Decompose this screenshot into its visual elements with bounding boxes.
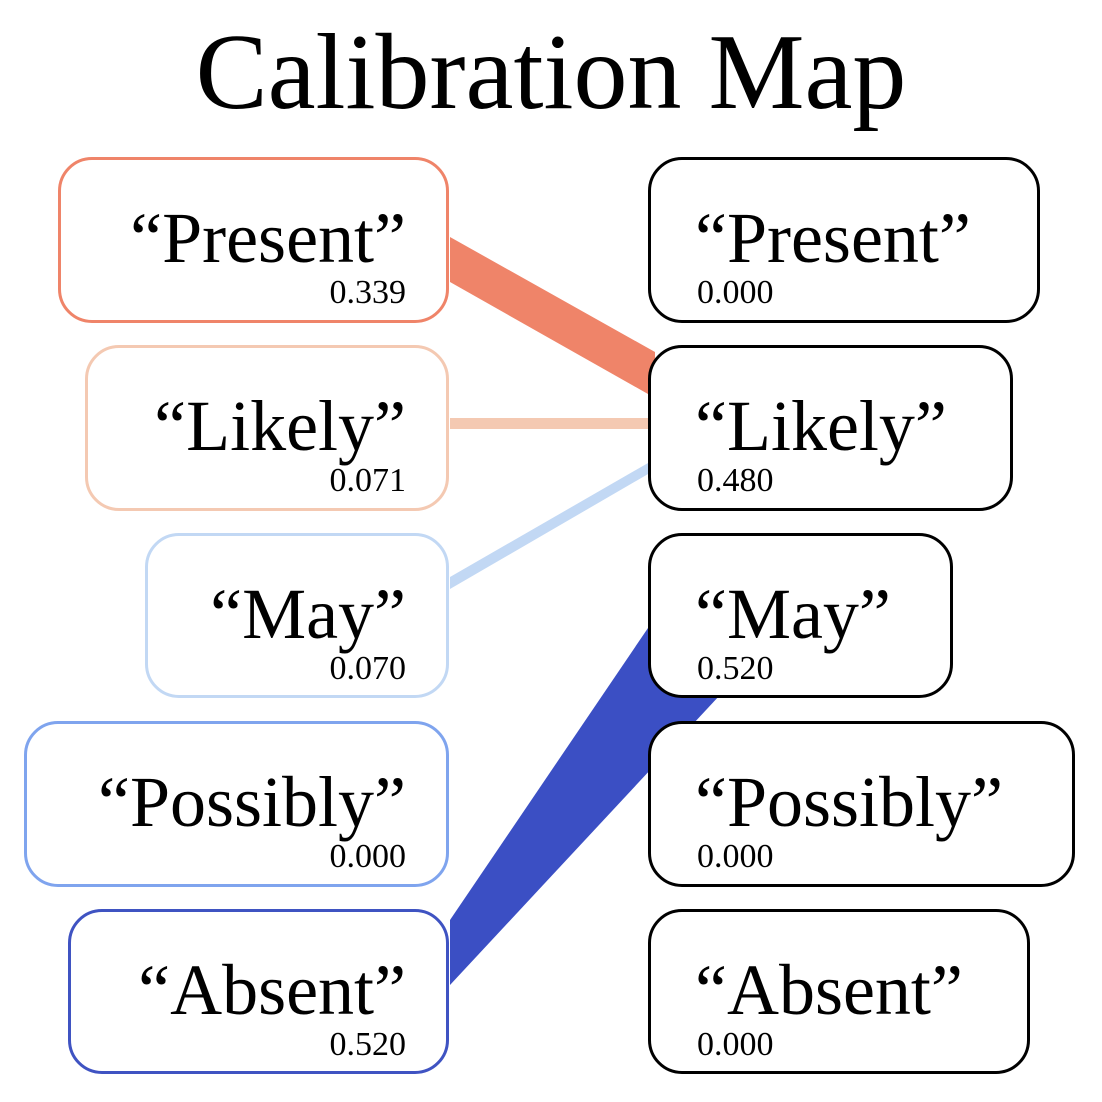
target-node-possibly: “Possibly” 0.000 bbox=[648, 721, 1075, 887]
source-node-possibly: “Possibly” 0.000 bbox=[24, 721, 449, 887]
source-absent-label: “Absent” bbox=[138, 950, 406, 1030]
target-absent-label: “Absent” bbox=[695, 950, 963, 1030]
source-present-value: 0.339 bbox=[329, 274, 407, 311]
link-likely-to-likely bbox=[450, 418, 655, 429]
source-may-label: “May” bbox=[210, 574, 406, 654]
source-node-may: “May” 0.070 bbox=[145, 533, 449, 698]
source-likely-label: “Likely” bbox=[154, 386, 406, 466]
source-possibly-value: 0.000 bbox=[329, 838, 407, 875]
target-likely-value: 0.480 bbox=[697, 462, 774, 499]
target-possibly-value: 0.000 bbox=[697, 838, 774, 875]
target-absent-value: 0.000 bbox=[697, 1026, 774, 1063]
source-possibly-label: “Possibly” bbox=[97, 762, 406, 842]
target-may-value: 0.520 bbox=[697, 650, 774, 687]
source-likely-value: 0.071 bbox=[329, 462, 407, 499]
target-present-label: “Present” bbox=[695, 198, 971, 278]
target-likely-label: “Likely” bbox=[695, 386, 947, 466]
target-node-absent: “Absent” 0.000 bbox=[648, 909, 1030, 1074]
source-may-value: 0.070 bbox=[329, 650, 407, 687]
diagram-title: Calibration Map bbox=[195, 13, 907, 132]
link-may-to-likely bbox=[450, 459, 655, 589]
source-node-likely: “Likely” 0.071 bbox=[85, 345, 449, 511]
source-present-label: “Present” bbox=[130, 198, 406, 278]
target-node-may: “May” 0.520 bbox=[648, 533, 953, 698]
source-node-absent: “Absent” 0.520 bbox=[68, 909, 449, 1074]
target-possibly-label: “Possibly” bbox=[695, 762, 1004, 842]
target-present-value: 0.000 bbox=[697, 274, 774, 311]
source-absent-value: 0.520 bbox=[329, 1026, 407, 1063]
target-may-label: “May” bbox=[695, 574, 891, 654]
link-present-to-likely bbox=[450, 237, 655, 398]
target-node-likely: “Likely” 0.480 bbox=[648, 345, 1013, 511]
target-node-present: “Present” 0.000 bbox=[648, 157, 1040, 323]
source-node-present: “Present” 0.339 bbox=[58, 157, 449, 323]
